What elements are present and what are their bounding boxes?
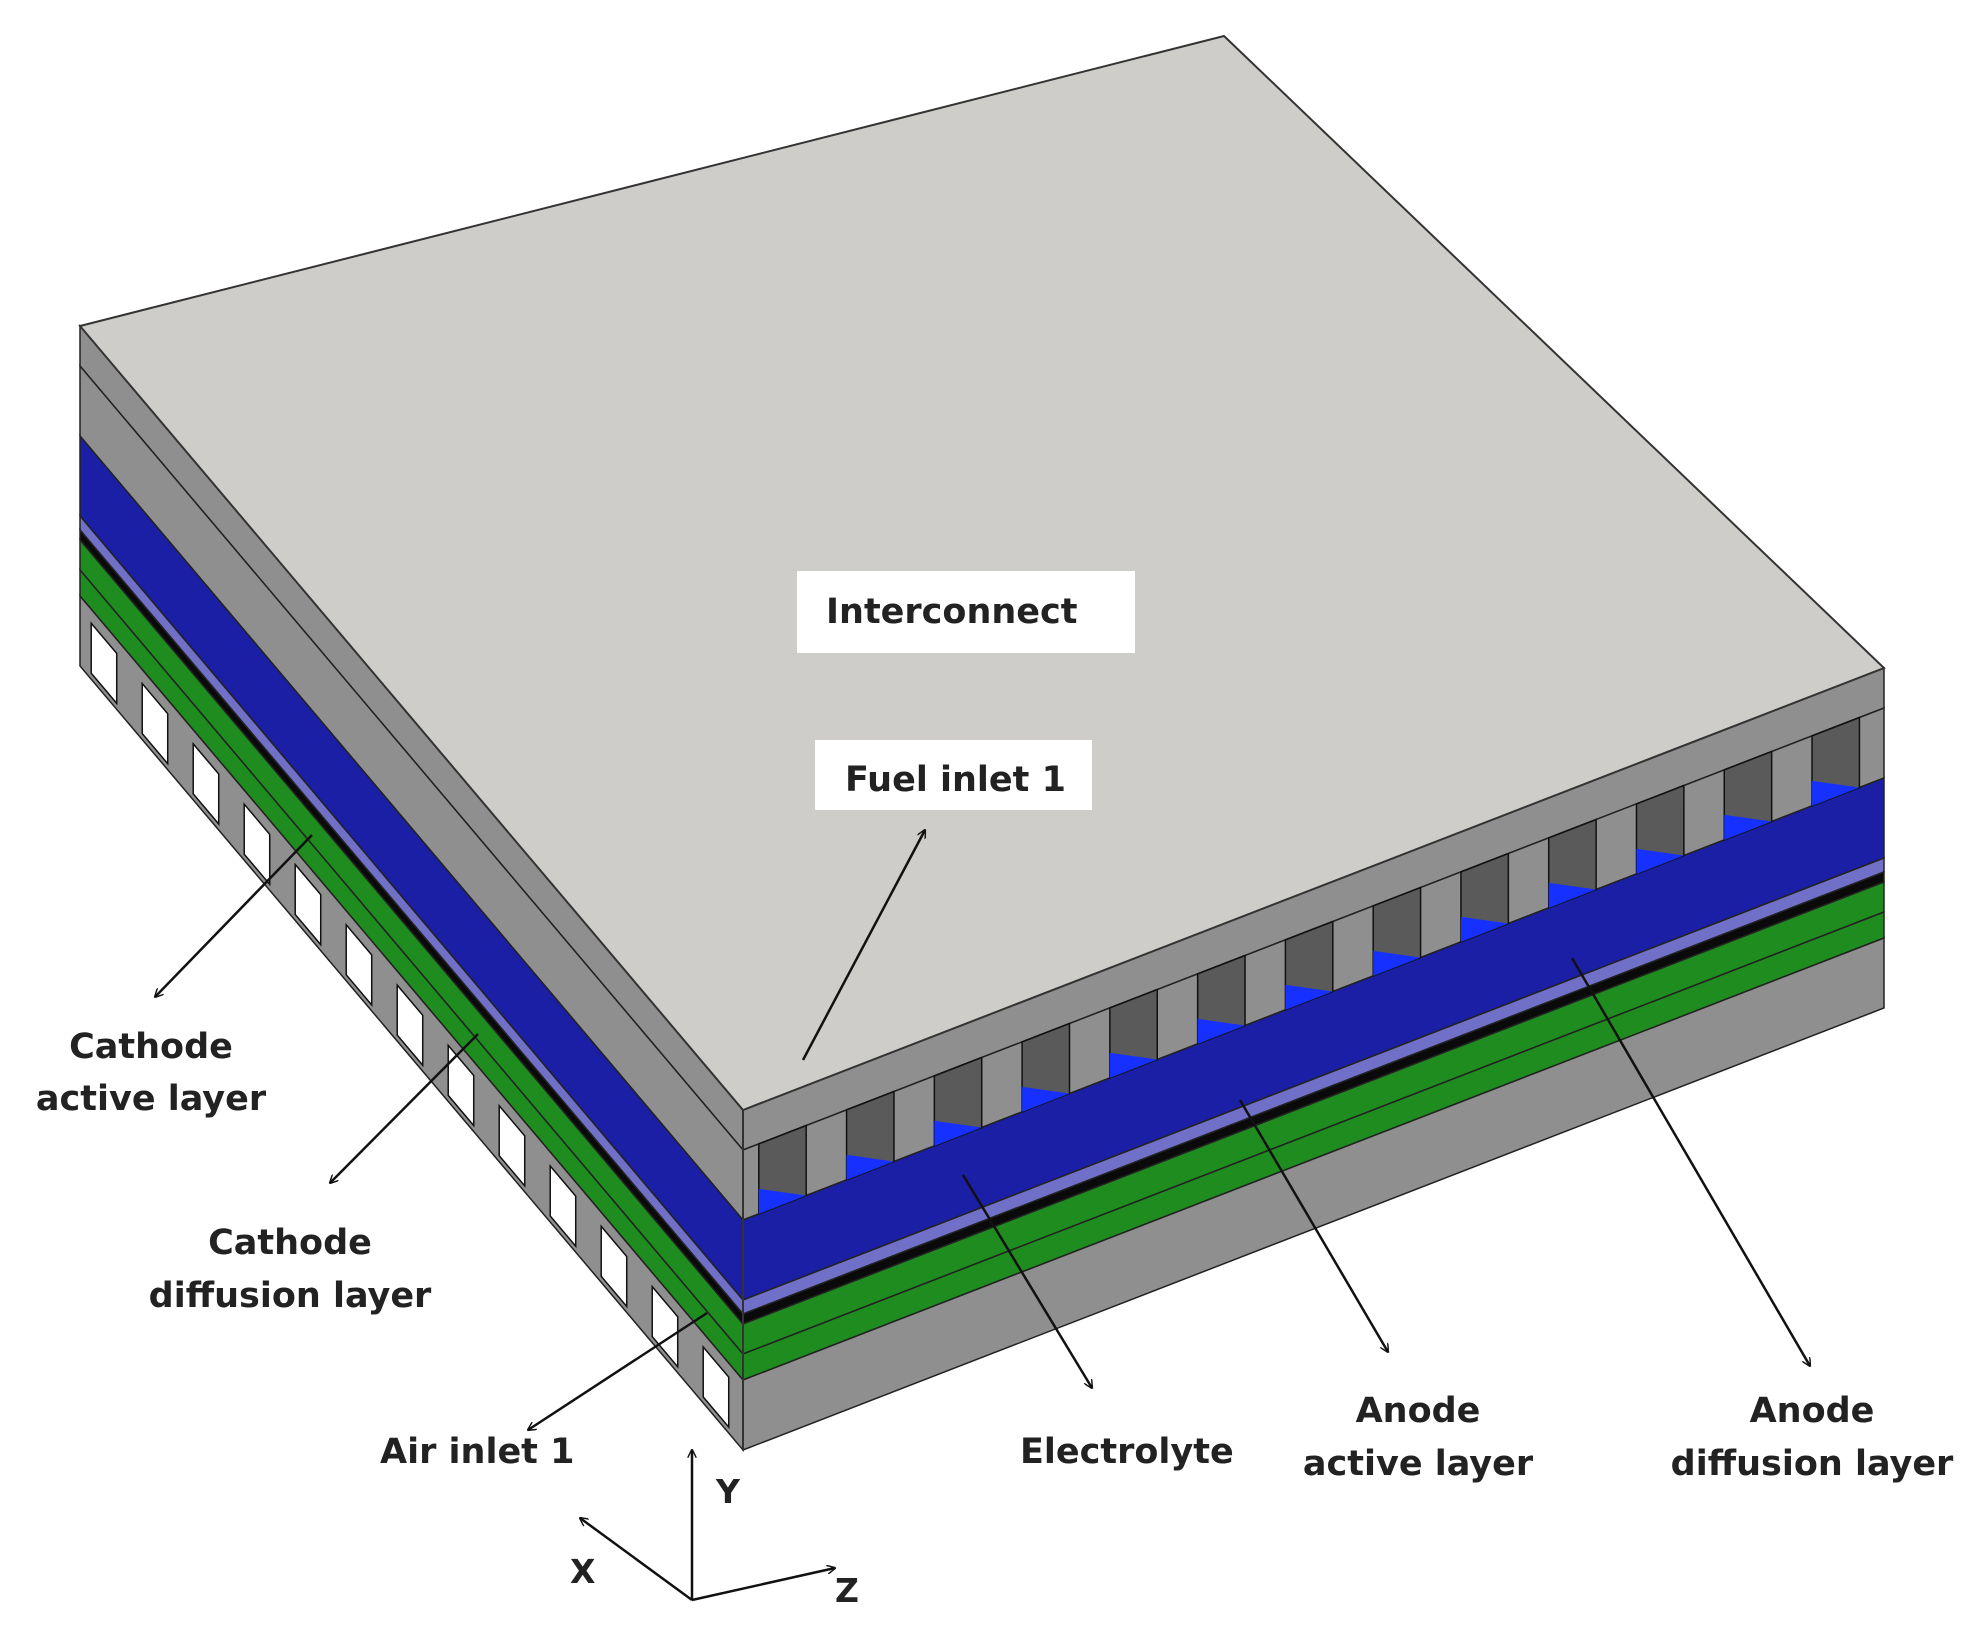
cathode-diffusion-label: Cathode — [208, 1223, 372, 1263]
interconnect-label: Interconnect — [826, 592, 1078, 632]
interconnect-label-box — [797, 571, 1135, 653]
air-inlet-label: Air inlet 1 — [380, 1432, 574, 1472]
fuel-channel-fill — [1109, 1052, 1158, 1078]
air-channel — [702, 1344, 730, 1430]
cathode-active-label: Cathode — [69, 1027, 233, 1067]
fuel-channel-fill — [1812, 780, 1860, 806]
air-channel — [141, 681, 169, 766]
electrolyte-arrow — [961, 1174, 1092, 1388]
air-channel — [90, 621, 118, 706]
fuel-inlet-label-box — [815, 740, 1092, 810]
air-inlet-arrow — [528, 1311, 708, 1430]
fuel-channel-fill — [1197, 1018, 1246, 1044]
fuel-channel-fill — [934, 1120, 982, 1146]
anode-active-label: active layer — [1303, 1444, 1534, 1484]
fuel-channel-fill — [1724, 814, 1772, 840]
air-channel — [600, 1224, 628, 1309]
air-channel — [294, 862, 322, 947]
air-channel — [345, 922, 373, 1008]
anode-active-arrow — [1238, 1099, 1388, 1352]
cathode-diffusion-arrow — [330, 1033, 479, 1183]
air-channels — [90, 621, 730, 1430]
cathode-diffusion-label: diffusion layer — [149, 1276, 432, 1316]
fuel-inlet-label: Fuel inlet 1 — [845, 760, 1066, 800]
air-channel — [192, 741, 220, 827]
x-axis-arrow — [580, 1518, 693, 1602]
fuel-channel-fill — [1460, 916, 1509, 942]
air-channel — [651, 1284, 679, 1369]
fuel-channel-fill — [1548, 882, 1597, 908]
y-axis-label: Y — [715, 1472, 741, 1511]
fuel-channels — [758, 716, 1861, 1215]
cathode-active-arrow — [155, 834, 313, 997]
air-channel — [396, 983, 424, 1068]
fuel-channel-fill — [1285, 984, 1333, 1010]
x-axis-label: X — [570, 1552, 595, 1591]
fuel-inlet-arrow — [801, 830, 925, 1061]
fuel-channel-fill — [1022, 1086, 1070, 1112]
air-channel — [447, 1043, 475, 1128]
anode-diffusion-label: Anode — [1750, 1391, 1875, 1431]
z-axis-arrow — [691, 1568, 835, 1602]
air-channel — [243, 802, 271, 887]
anode-diffusion-label: diffusion layer — [1671, 1444, 1954, 1484]
z-axis-label: Z — [835, 1571, 859, 1610]
air-channel — [498, 1103, 526, 1188]
anode-active-label: Anode — [1356, 1391, 1481, 1431]
electrolyte-label: Electrolyte — [1020, 1432, 1234, 1472]
fuel-channel-fill — [846, 1154, 894, 1180]
cathode-active-label: active layer — [36, 1079, 267, 1119]
fuel-channel-fill — [1373, 950, 1421, 976]
fuel-channel-fill — [758, 1188, 807, 1214]
air-channel — [549, 1163, 577, 1249]
fuel-channel-fill — [1636, 848, 1684, 874]
anode-diffusion-arrow — [1570, 957, 1810, 1366]
